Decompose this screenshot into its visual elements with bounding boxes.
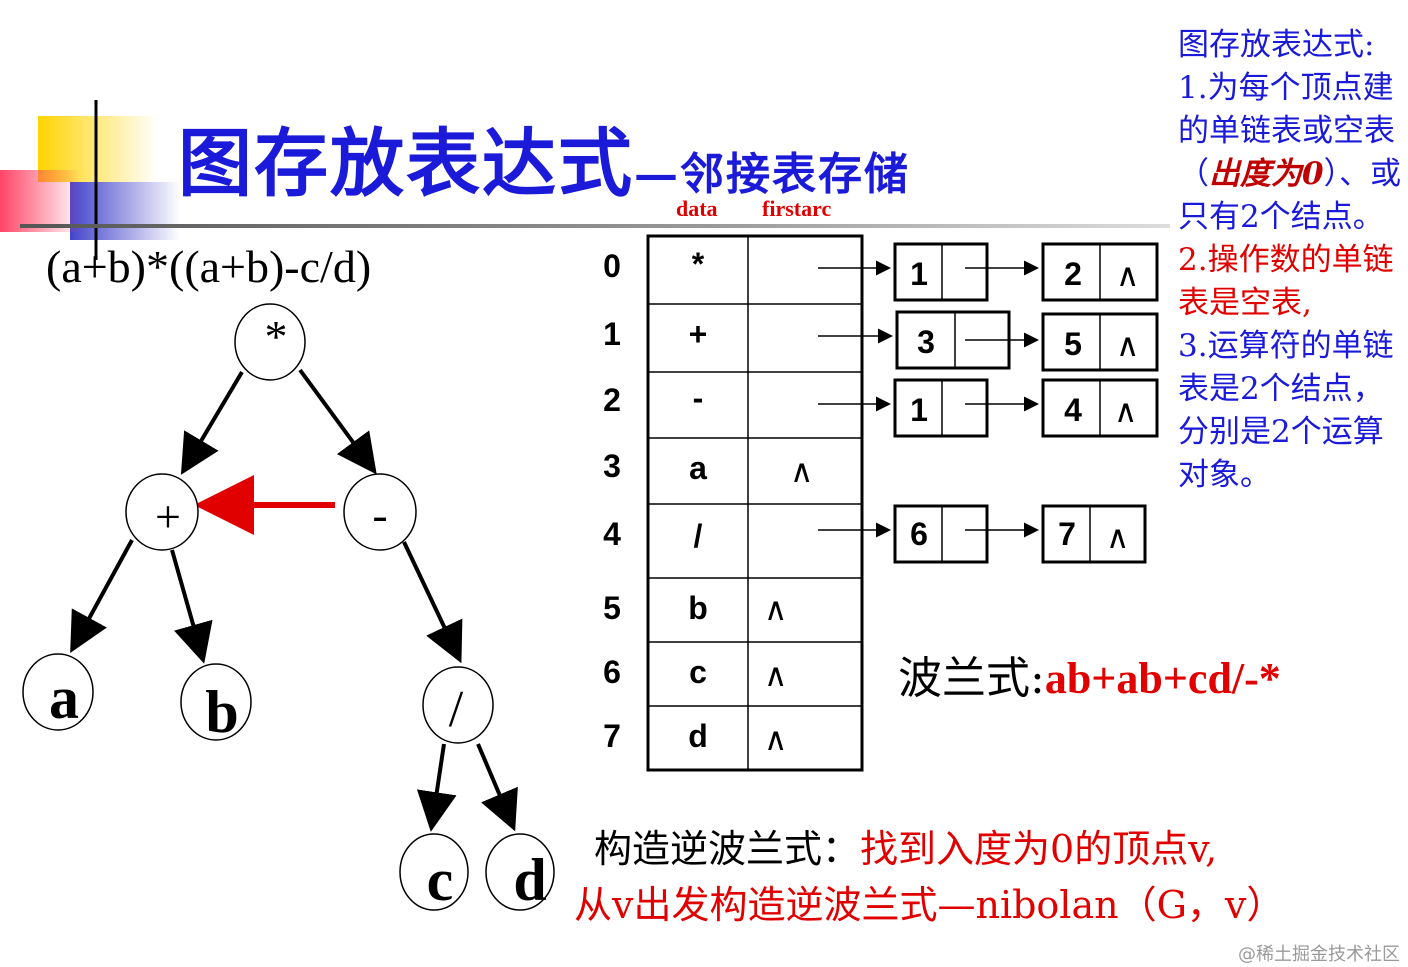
list2-null: ∧ bbox=[1114, 392, 1138, 430]
list1-null: ∧ bbox=[1116, 326, 1140, 364]
list4-node1: 6 bbox=[910, 516, 928, 552]
notes-p3: 3.运算符的单链表是2个结点，分别是2个运算对象。 bbox=[1178, 328, 1394, 493]
expression-text: (a+b)*((a+b)-c/d) bbox=[46, 241, 372, 292]
cell-data-2: - bbox=[692, 380, 704, 416]
list1-node2: 5 bbox=[1064, 326, 1082, 362]
tree-node-plus: + bbox=[155, 491, 181, 542]
row-index-3: 3 bbox=[603, 448, 621, 484]
notes-p2: 2.操作数的单链表是空表, bbox=[1178, 242, 1394, 321]
cell-firstarc-5-null: ∧ bbox=[764, 590, 788, 628]
list2-node1: 1 bbox=[910, 392, 928, 428]
title-dash: — bbox=[634, 149, 680, 200]
list4-node2: 7 bbox=[1058, 516, 1076, 552]
cell-data-1: + bbox=[688, 316, 708, 352]
reverse-line-1a: 构造逆波兰式： bbox=[594, 827, 861, 871]
notes-panel: 图存放表达式: 1.为每个顶点建的单链表或空表（出度为0）、或只有2个结点。 2… bbox=[1178, 24, 1404, 497]
tree-node-minus: - bbox=[372, 489, 387, 540]
title-subtitle: 邻接表存储 bbox=[680, 149, 910, 200]
row-index-1: 1 bbox=[603, 316, 621, 352]
tree-node-c: c bbox=[427, 847, 454, 913]
cell-data-5: b bbox=[688, 590, 708, 626]
watermark: @稀土掘金技术社区 bbox=[1238, 944, 1400, 965]
polish-notation: 波兰式:ab+ab+cd/-* bbox=[898, 642, 1281, 706]
cell-data-6: c bbox=[689, 654, 707, 690]
title-underline bbox=[20, 224, 1170, 228]
reverse-line-1: 构造逆波兰式：找到入度为0的顶点v, bbox=[594, 818, 1217, 873]
polish-label: 波兰式: bbox=[898, 653, 1045, 704]
notes-p1a: 1.为每个顶点建的单链表或空表（ bbox=[1178, 70, 1395, 192]
row-index-0: 0 bbox=[603, 248, 621, 284]
cell-data-7: d bbox=[688, 718, 708, 754]
row-index-4: 4 bbox=[603, 516, 621, 552]
tree-node-times: * bbox=[265, 311, 288, 362]
cell-firstarc-7-null: ∧ bbox=[764, 720, 788, 758]
notes-p1b: 出度为0 bbox=[1209, 156, 1324, 192]
page-title: 图存放表达式—邻接表存储 bbox=[178, 104, 910, 211]
list4-null: ∧ bbox=[1106, 518, 1130, 556]
cell-data-3: a bbox=[689, 450, 707, 486]
row-index-2: 2 bbox=[603, 382, 621, 418]
list0-node2: 2 bbox=[1064, 256, 1082, 292]
list0-null: ∧ bbox=[1116, 256, 1140, 294]
header-firstarc: firstarc bbox=[762, 196, 832, 221]
tree-node-d: d bbox=[513, 847, 546, 913]
list0-node1: 1 bbox=[910, 256, 928, 292]
title-main: 图存放表达式 bbox=[178, 121, 634, 207]
row-index-7: 7 bbox=[603, 718, 621, 754]
reverse-line-1b: 找到入度为0的顶点v, bbox=[860, 827, 1218, 871]
cell-firstarc-6-null: ∧ bbox=[764, 656, 788, 694]
cell-data-4: / bbox=[693, 518, 703, 554]
cell-data-0: * bbox=[691, 246, 705, 282]
reverse-line-2-text: 从v出发构造逆波兰式—nibolan（G，v） bbox=[574, 883, 1285, 927]
notes-p1c: ）、或只有2个结点。 bbox=[1178, 156, 1402, 235]
polish-value: ab+ab+cd/-* bbox=[1044, 654, 1281, 703]
reverse-line-2: 从v出发构造逆波兰式—nibolan（G，v） bbox=[574, 874, 1284, 929]
row-index-6: 6 bbox=[603, 654, 621, 690]
tree-node-divide: / bbox=[449, 681, 464, 738]
header-data: data bbox=[676, 196, 718, 221]
cell-firstarc-3-null: ∧ bbox=[790, 452, 814, 490]
tree-node-b: b bbox=[205, 679, 238, 745]
list2-node2: 4 bbox=[1064, 392, 1082, 428]
corner-decoration bbox=[0, 100, 180, 260]
expression-tree: * + - a b / c d bbox=[22, 303, 555, 913]
tree-node-a: a bbox=[49, 665, 79, 731]
row-index-5: 5 bbox=[603, 590, 621, 626]
notes-heading: 图存放表达式: bbox=[1178, 27, 1375, 63]
list1-node1: 3 bbox=[917, 324, 935, 360]
